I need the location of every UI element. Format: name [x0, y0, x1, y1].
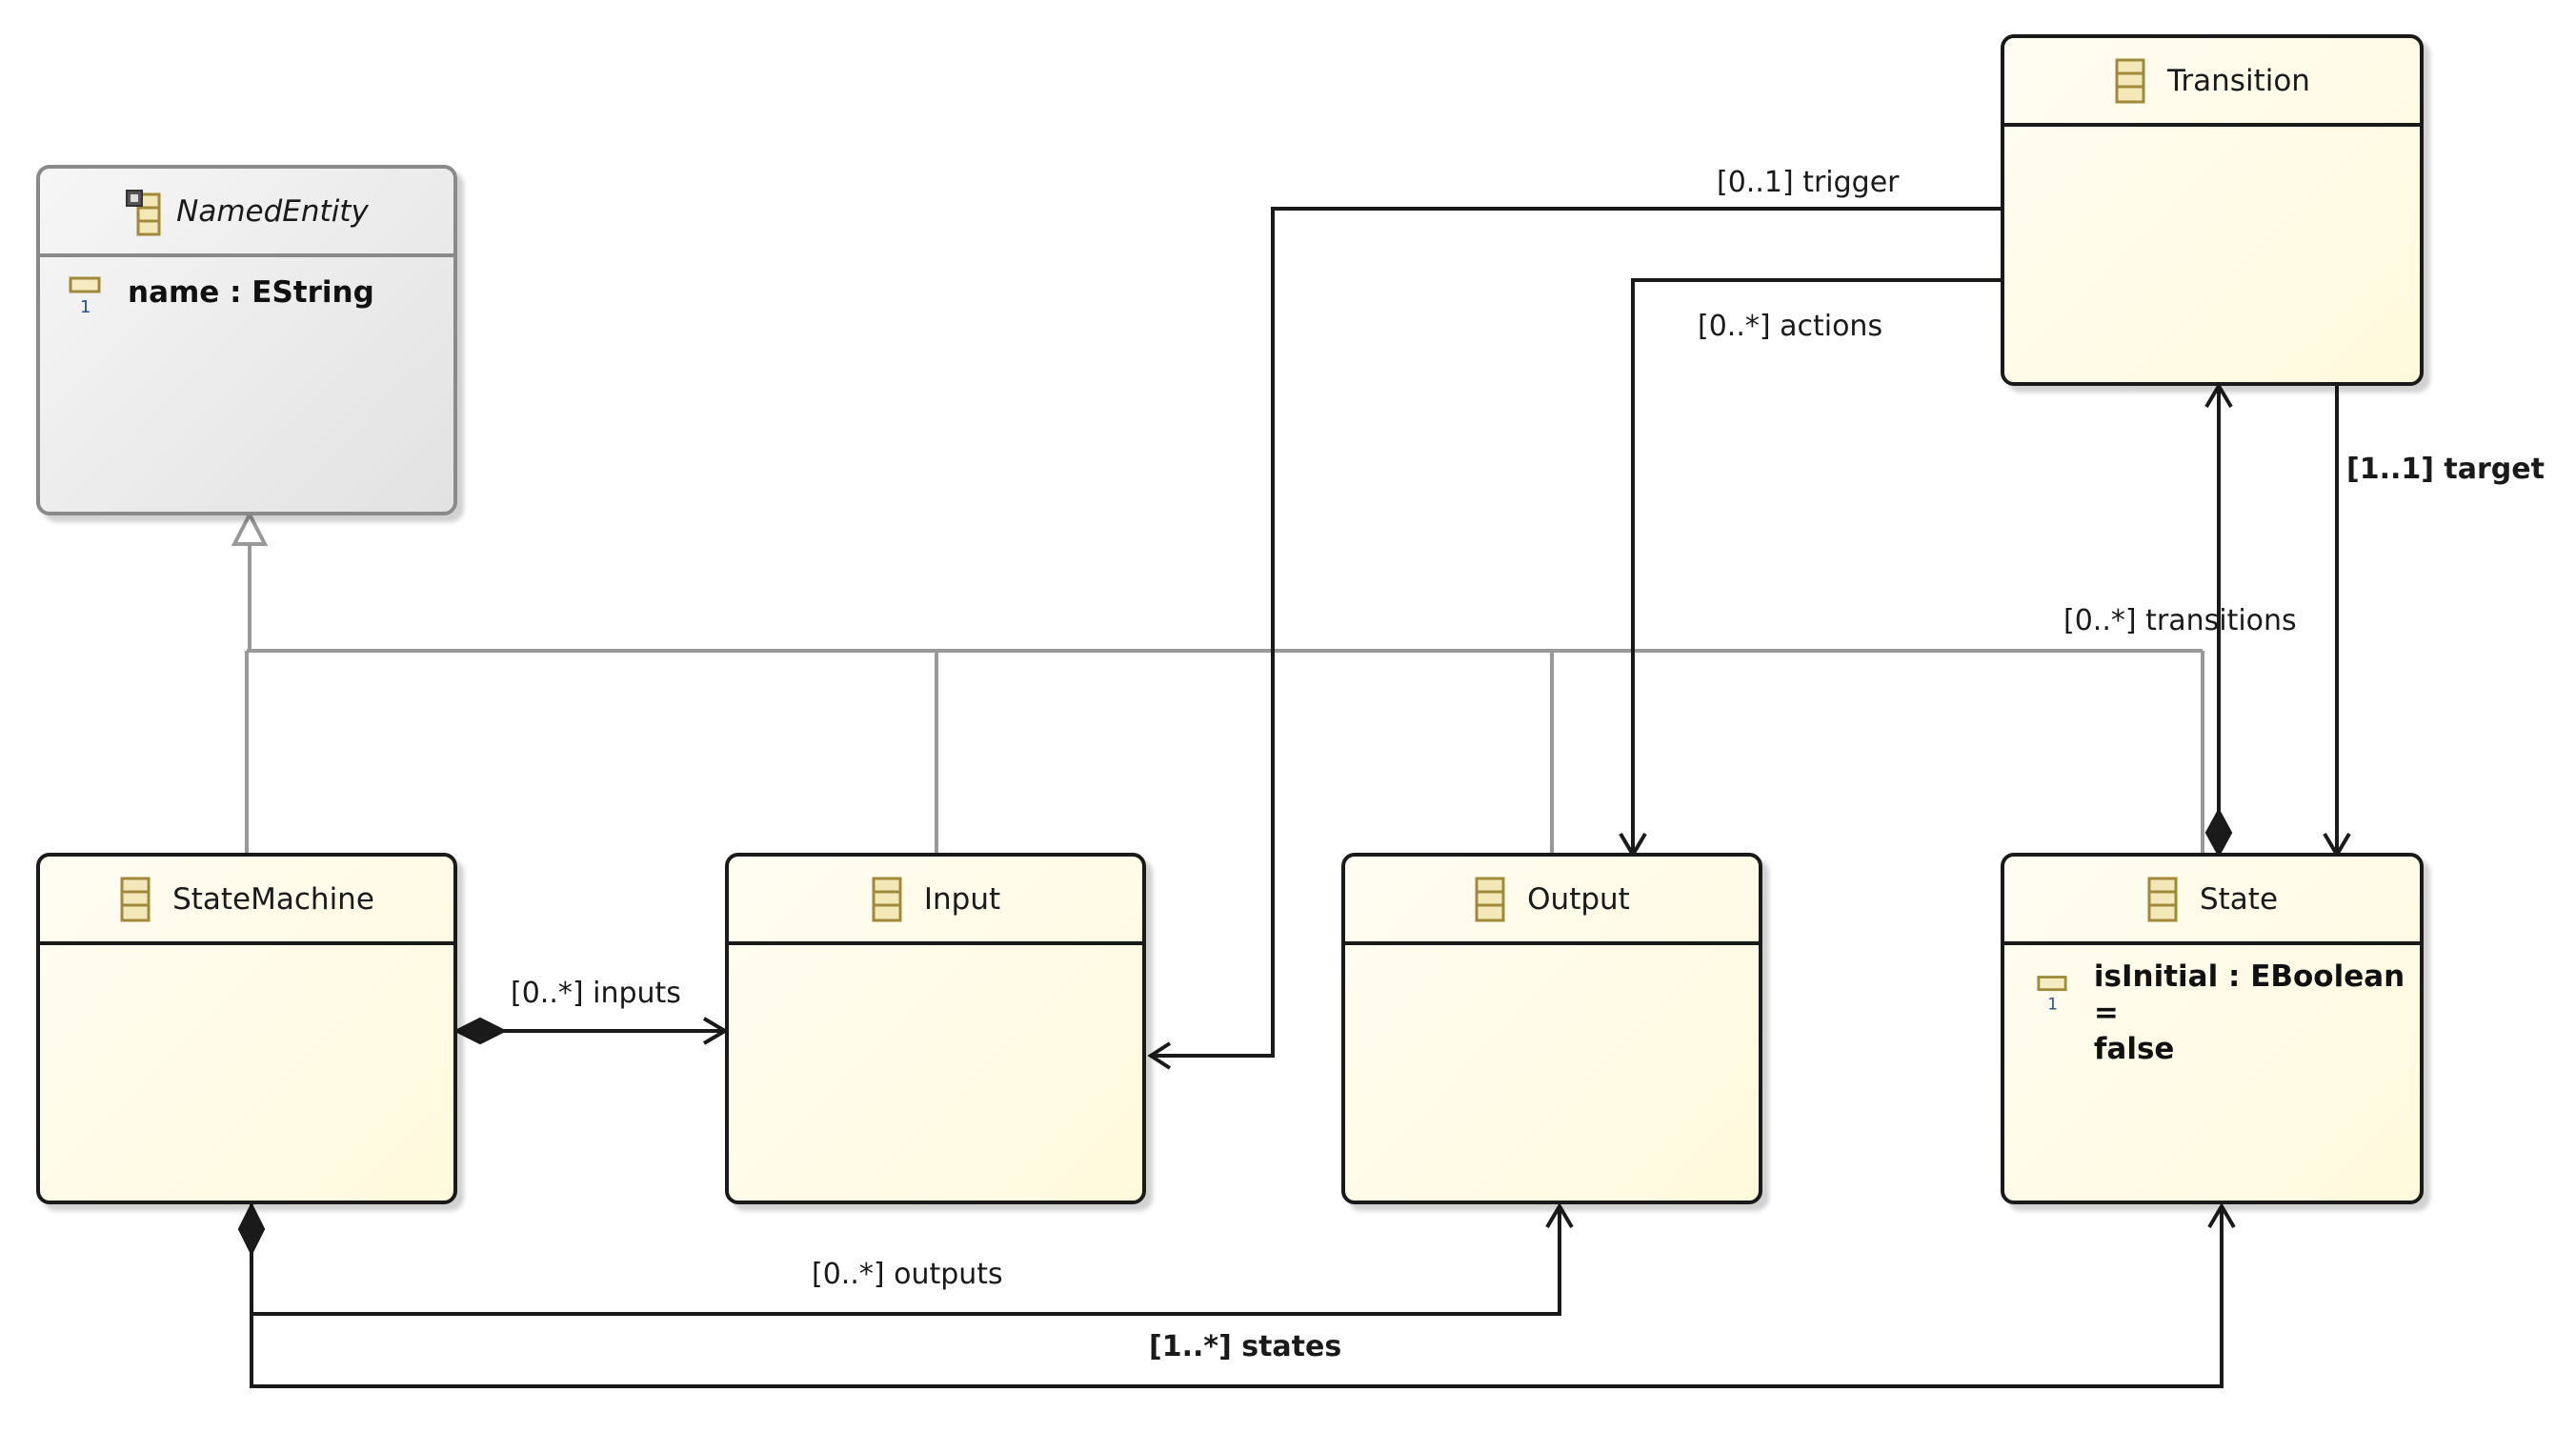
class-header: NamedEntity: [40, 169, 453, 257]
eclass-icon: [1475, 877, 1505, 921]
class-state[interactable]: State 1 isInitial : EBoolean = false: [2001, 853, 2424, 1204]
eclass-icon: [872, 877, 902, 921]
states-arrowhead: [2207, 1202, 2236, 1229]
class-header: StateMachine: [40, 857, 453, 945]
attribute-text-line1: isInitial : EBoolean =: [2093, 959, 2405, 1030]
svg-text:1: 1: [2047, 994, 2058, 1013]
attribute-text: name : EString: [128, 275, 374, 310]
class-transition[interactable]: Transition: [2001, 34, 2424, 386]
outputs-label: [0..*] outputs: [812, 1258, 1003, 1291]
class-input[interactable]: Input: [725, 853, 1146, 1204]
svg-text:1: 1: [80, 297, 91, 316]
attribute-text-line2: false: [2093, 1032, 2175, 1066]
actions-label: [0..*] actions: [1698, 310, 1883, 343]
class-name: NamedEntity: [176, 193, 369, 229]
inheritance-edges: [231, 510, 2204, 853]
transitions-label: [0..*] transitions: [2063, 604, 2297, 637]
class-name: State: [2199, 881, 2279, 917]
attribute-row[interactable]: 1 name : EString: [69, 274, 453, 316]
trigger-arrowhead: [1147, 1041, 1172, 1070]
outputs-arrowhead: [1545, 1202, 1574, 1229]
class-name: Input: [923, 881, 1001, 917]
trigger-label: [0..1] trigger: [1717, 166, 1900, 199]
transitions-composition-diamond: [2204, 807, 2233, 858]
class-attributes: 1 isInitial : EBoolean = false: [2004, 945, 2420, 1067]
class-output[interactable]: Output: [1341, 853, 1762, 1204]
class-attributes: 1 name : EString: [40, 257, 453, 316]
inputs-composition-diamond: [453, 1017, 508, 1045]
eclass-icon: [2147, 877, 2178, 921]
class-header: Transition: [2004, 38, 2420, 127]
states-label: [1..*] states: [1149, 1330, 1342, 1363]
states-edge[interactable]: [250, 1206, 2224, 1388]
eattribute-icon: 1: [69, 276, 101, 316]
statemachine-composition-diamond: [237, 1201, 266, 1257]
class-header: Output: [1345, 857, 1759, 945]
class-name: Output: [1527, 881, 1630, 917]
class-name: Transition: [2167, 63, 2310, 98]
actions-edge[interactable]: [1631, 278, 2005, 855]
transitions-arrowhead: [2204, 382, 2233, 409]
generalization-arrowhead: [231, 510, 269, 546]
inputs-label: [0..*] inputs: [511, 977, 681, 1010]
eclass-icon: [120, 877, 151, 921]
target-label: [1..1] target: [2346, 453, 2545, 486]
attribute-row[interactable]: 1 isInitial : EBoolean = false: [2037, 959, 2420, 1067]
trigger-edge[interactable]: [1151, 207, 2005, 1058]
class-state-machine[interactable]: StateMachine: [36, 853, 457, 1204]
eclass-icon: [2115, 58, 2145, 103]
abstract-eclass-icon: [125, 189, 161, 235]
class-name: StateMachine: [172, 881, 374, 917]
class-named-entity[interactable]: NamedEntity 1 name : EString: [36, 165, 457, 515]
class-header: State: [2004, 857, 2420, 945]
eattribute-icon: 1: [2037, 976, 2067, 1013]
class-header: Input: [729, 857, 1142, 945]
